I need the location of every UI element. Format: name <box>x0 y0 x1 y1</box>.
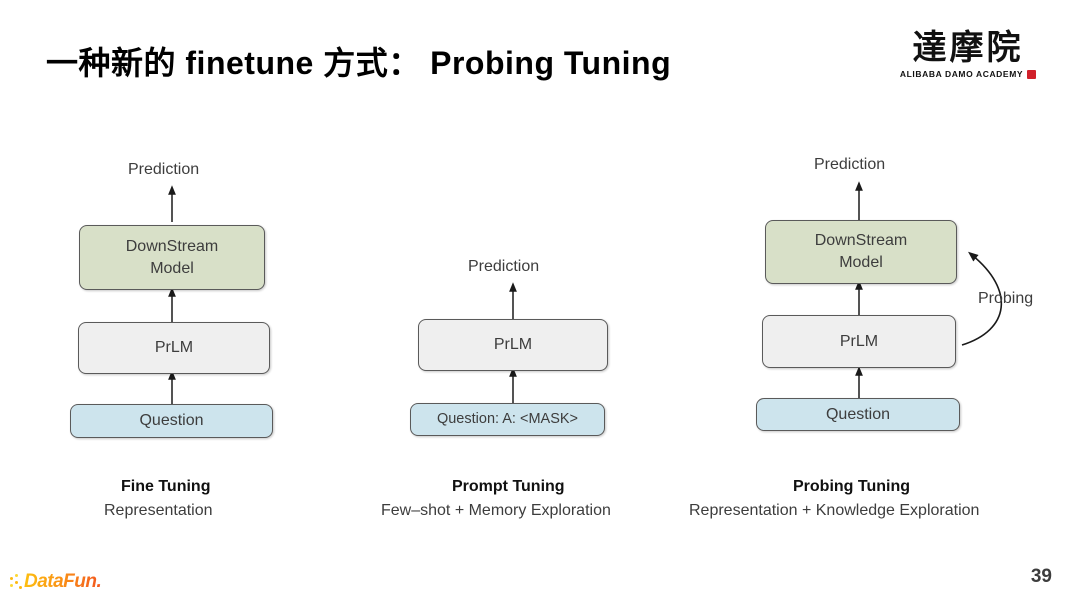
datafun-wordmark: DataFun. <box>24 571 102 592</box>
col3-caption-subtitle: Representation + Knowledge Exploration <box>689 502 980 519</box>
col3-question-box[interactable]: Question <box>756 398 960 431</box>
col1-prediction-label: Prediction <box>128 161 200 178</box>
damo-academy-logo: 達摩院 ALIBABA DAMO ACADEMY <box>898 28 1038 94</box>
col3-caption-title: Probing Tuning <box>793 478 911 495</box>
col3-downstream-model-line2: Model <box>839 254 883 271</box>
datafun-logo: DataFun. <box>10 570 102 594</box>
arrow-probing-curve <box>961 251 1003 346</box>
col1-caption-title: Fine Tuning <box>121 478 211 495</box>
col2-prediction-label: Prediction <box>468 258 540 275</box>
damo-logo-english-text: ALIBABA DAMO ACADEMY <box>899 69 1024 79</box>
col1-prlm-box[interactable]: PrLM <box>78 322 270 374</box>
col3-prlm-label: PrLM <box>839 332 879 350</box>
page-number: 39 <box>1030 566 1052 587</box>
col1-caption-subtitle: Representation <box>104 502 213 519</box>
col1-downstream-model-line1: DownStream <box>125 237 219 255</box>
page-title: 一种新的 finetune 方式： Probing Tuning <box>46 45 672 81</box>
damo-logo-english-row: ALIBABA DAMO ACADEMY <box>898 69 1038 79</box>
red-seal-icon <box>1027 69 1037 79</box>
col3-question-label: Question <box>825 405 891 423</box>
col2-prlm-label: PrLM <box>493 336 533 354</box>
col2-prlm-box[interactable]: PrLM <box>418 319 608 371</box>
datafun-dots-icon <box>10 574 23 590</box>
damo-logo-chinese-text: 達摩院 <box>912 28 1024 68</box>
col1-question-box[interactable]: Question <box>70 404 273 438</box>
col3-downstream-model-line1: DownStream <box>814 232 908 250</box>
col1-downstream-model-line2: Model <box>150 259 194 277</box>
col1-downstream-model-box[interactable]: DownStream Model <box>79 225 265 290</box>
col1-prlm-label: PrLM <box>154 339 194 357</box>
col3-prlm-box[interactable]: PrLM <box>762 315 956 368</box>
col2-caption-title: Prompt Tuning <box>452 478 565 495</box>
col2-question-mask-box[interactable]: Question: A: <MASK> <box>410 403 605 436</box>
col3-downstream-model-box[interactable]: DownStream Model <box>765 220 957 284</box>
col3-prediction-label: Prediction <box>814 156 886 173</box>
col1-question-label: Question <box>139 412 204 430</box>
col2-caption-subtitle: Few–shot + Memory Exploration <box>381 502 611 519</box>
probing-arrow-label: Probing <box>978 290 1034 307</box>
col2-question-mask-label: Question: A: <MASK> <box>436 410 579 427</box>
